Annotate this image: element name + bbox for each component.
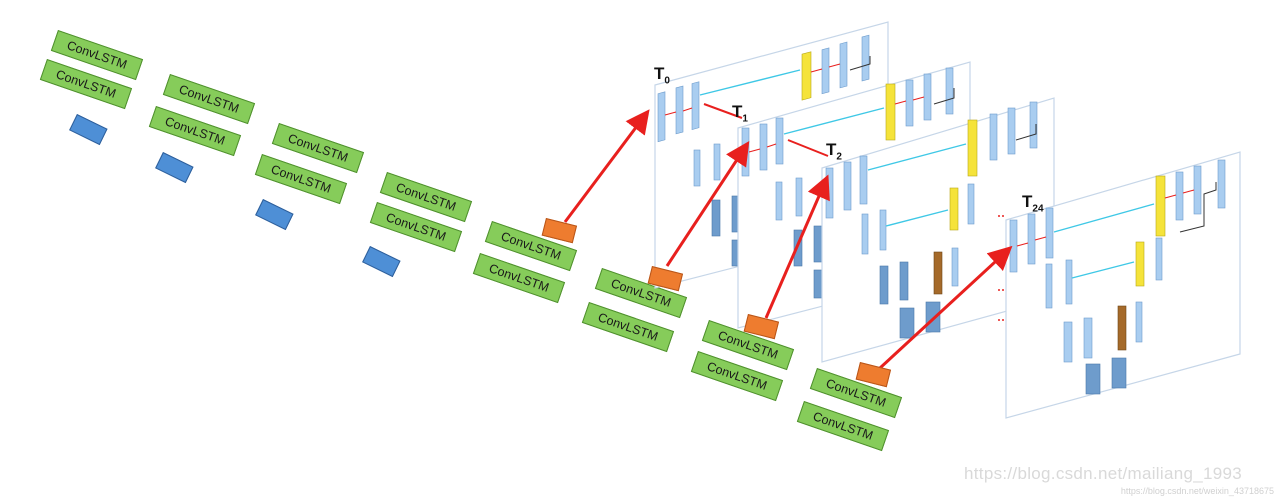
arrow-to-t1	[665, 140, 750, 267]
time-label-t0: T0	[654, 64, 670, 87]
time-label-t1: T1	[732, 102, 748, 125]
unet-panel-t24	[998, 151, 1241, 419]
arrow-to-t24	[878, 245, 1013, 370]
watermark-small: https://blog.csdn.net/weixin_43718675	[1120, 486, 1274, 496]
panel-connector	[787, 139, 829, 157]
arrow-to-t0	[563, 109, 650, 223]
panel-connector	[703, 103, 743, 119]
watermark: https://blog.csdn.net/mailiang_1993	[964, 464, 1242, 483]
unet-panel-t2	[821, 97, 1055, 363]
arrow-to-t2	[764, 174, 830, 319]
time-label-t2: T2	[826, 140, 842, 163]
time-label-t24: T24	[1022, 192, 1044, 215]
